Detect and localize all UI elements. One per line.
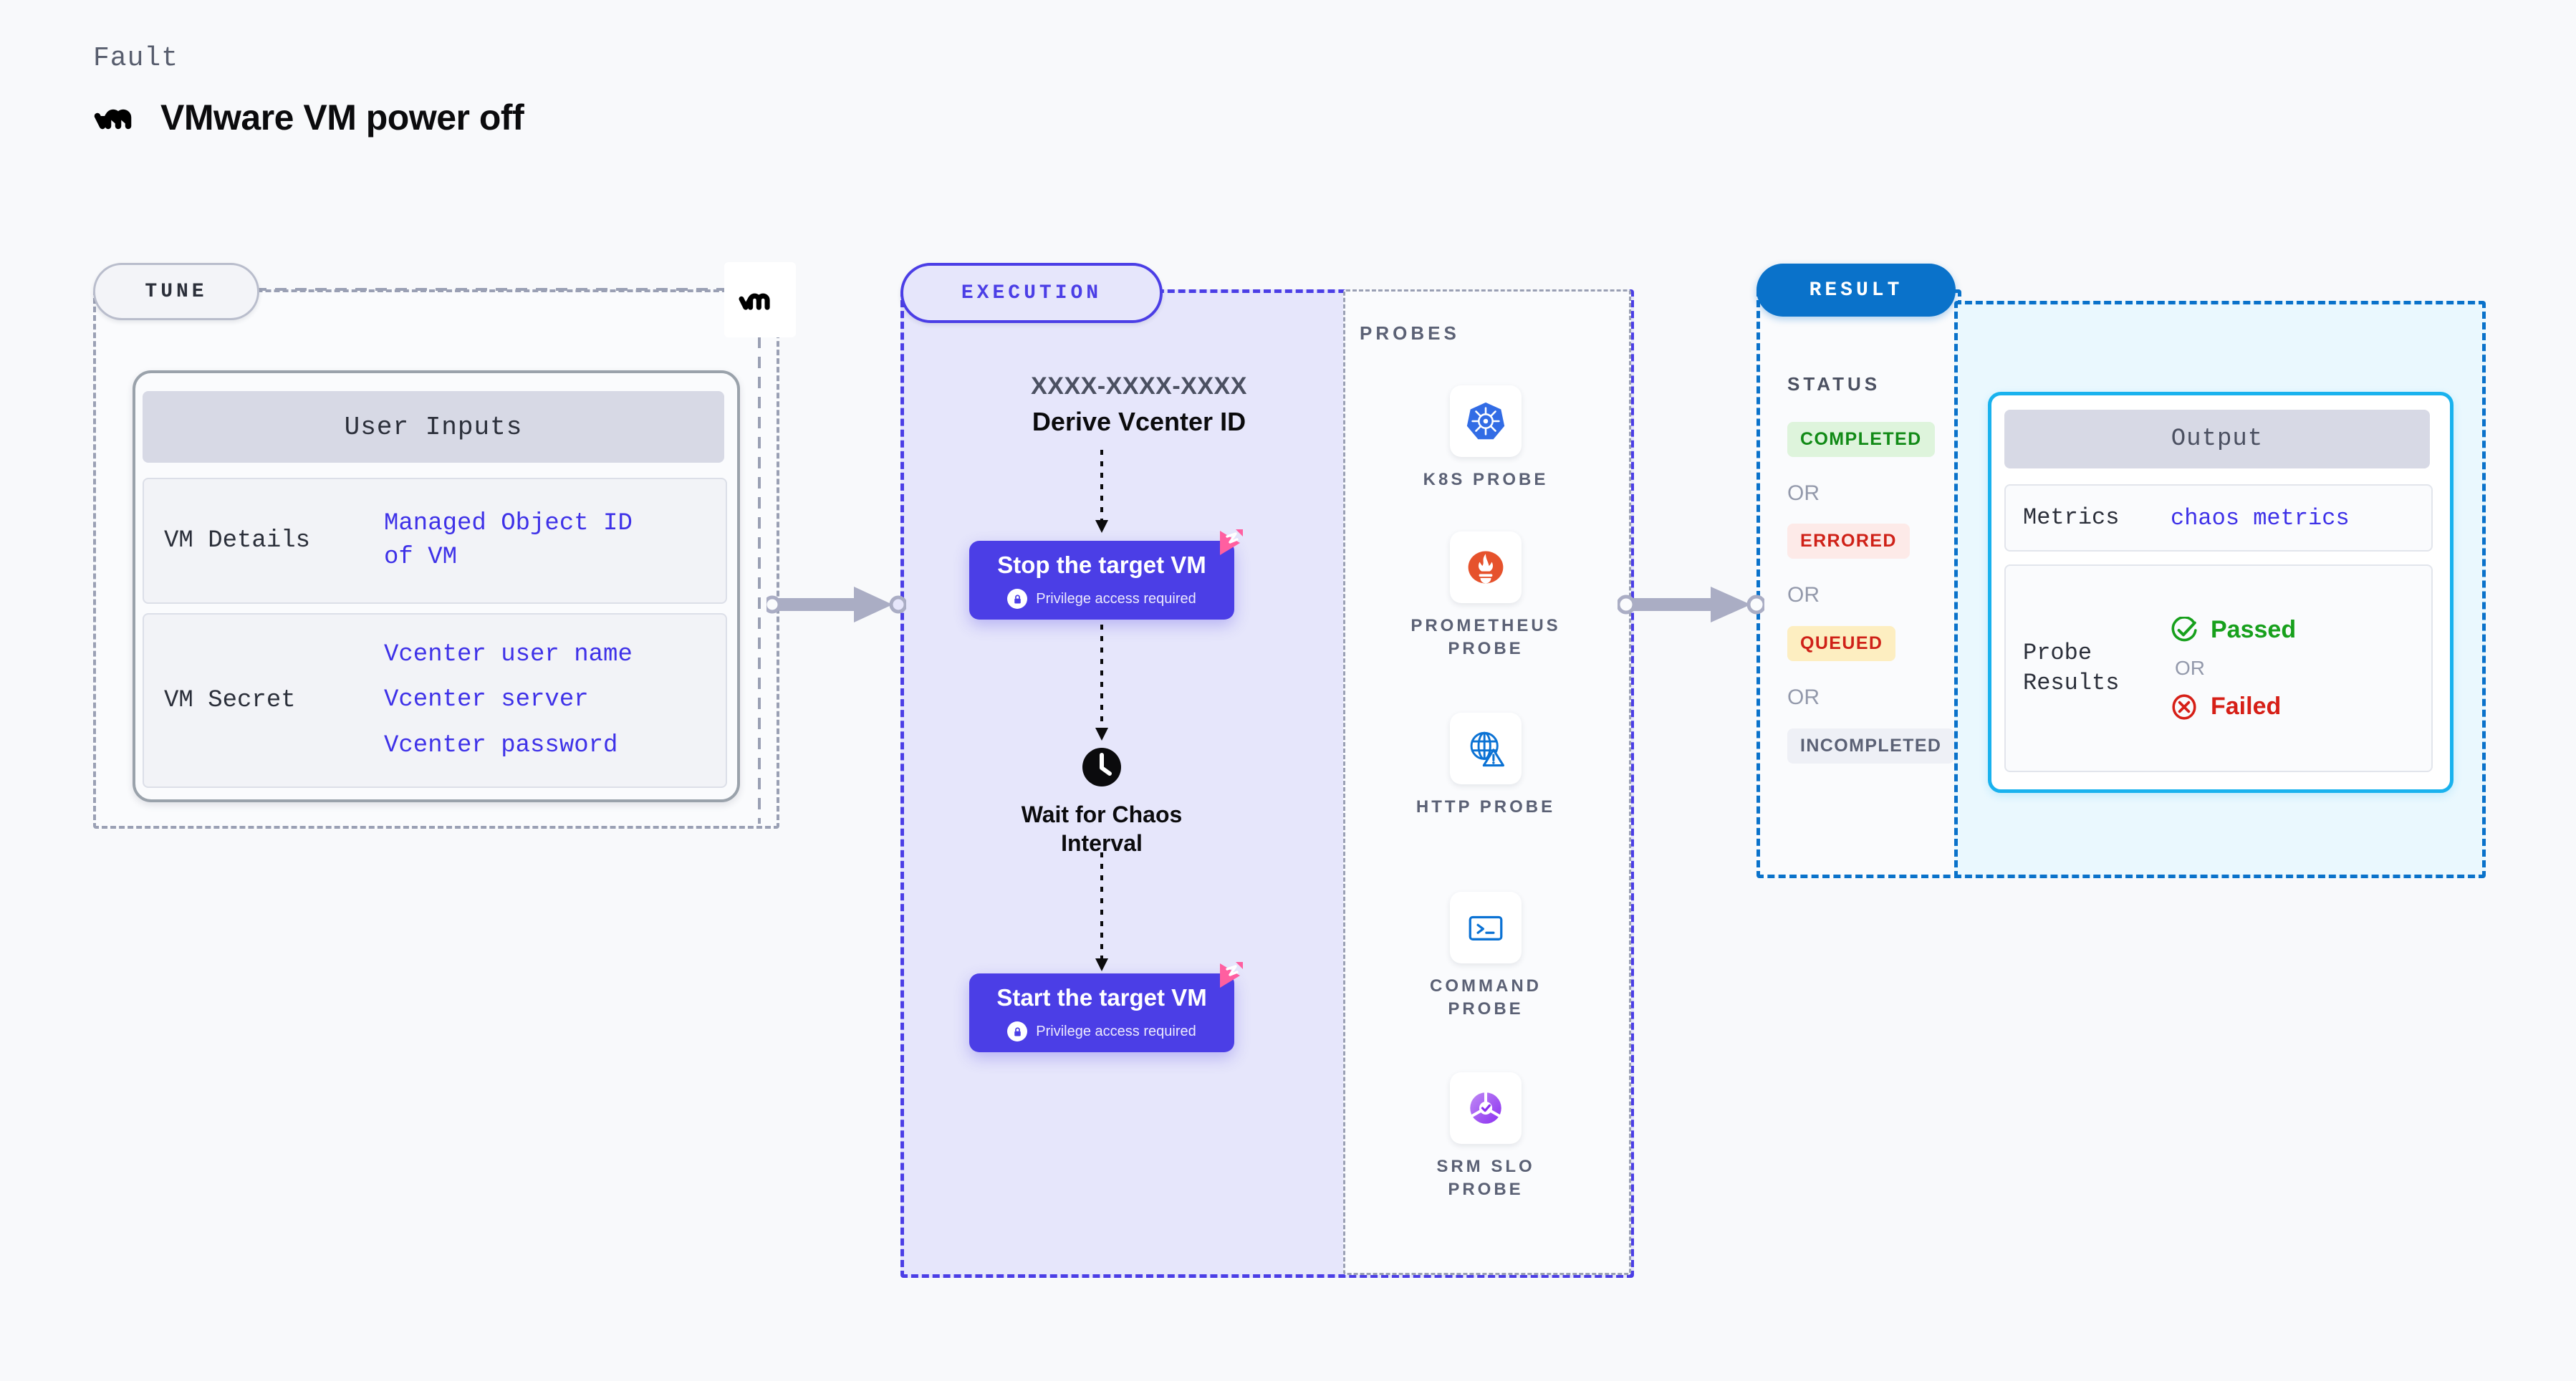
harness-logo-icon bbox=[1211, 526, 1244, 559]
tune-row-value: Vcenter server bbox=[384, 686, 589, 714]
tune-row-value: Vcenter password bbox=[384, 731, 618, 759]
arrow-right-icon bbox=[1618, 587, 1764, 622]
fault-eyebrow: Fault bbox=[93, 43, 179, 74]
result-zone bbox=[1756, 289, 1961, 878]
flow-arrow-down-icon bbox=[1095, 450, 1108, 533]
action-stop-target-vm[interactable]: Stop the target VM Privilege access requ… bbox=[969, 529, 1243, 620]
check-circle-icon bbox=[2171, 616, 2197, 641]
action-subtitle-row: Privilege access required bbox=[1007, 1021, 1196, 1041]
status-badge-queued: QUEUED bbox=[1787, 626, 1896, 661]
vmware-badge bbox=[724, 262, 796, 337]
probe-results-values: Passed OR Failed bbox=[2171, 616, 2296, 721]
probes-section-label: PROBES bbox=[1360, 322, 1460, 344]
tune-row-values: Managed Object ID of VM bbox=[384, 509, 633, 573]
http-globe-warning-icon bbox=[1450, 713, 1522, 784]
output-header: Output bbox=[2004, 410, 2430, 468]
lock-icon bbox=[1007, 589, 1028, 609]
prometheus-icon bbox=[1450, 531, 1522, 603]
probe-label: K8S PROBE bbox=[1423, 470, 1549, 489]
tune-row-values: Vcenter user name Vcenter server Vcenter… bbox=[384, 640, 633, 761]
clock-icon bbox=[1082, 748, 1121, 786]
output-row-value: chaos metrics bbox=[2171, 504, 2350, 531]
status-badge-completed: COMPLETED bbox=[1787, 422, 1935, 457]
x-circle-icon bbox=[2172, 693, 2196, 720]
status-badge-incompleted: INCOMPLETED bbox=[1787, 728, 1955, 764]
action-title: Start the target VM bbox=[996, 984, 1207, 1011]
tune-pill[interactable]: TUNE bbox=[93, 263, 259, 320]
action-subtitle-row: Privilege access required bbox=[1007, 589, 1196, 609]
probe-result-pass-label: Passed bbox=[2211, 616, 2297, 643]
tune-row-value: Vcenter user name bbox=[384, 640, 633, 668]
probe-result-or: OR bbox=[2175, 657, 2205, 679]
action-subtitle: Privilege access required bbox=[1036, 590, 1196, 607]
probe-item-http[interactable]: HTTP PROBE bbox=[1389, 713, 1582, 819]
flow-arrow-down-icon bbox=[1095, 852, 1108, 971]
srm-slo-icon bbox=[1450, 1072, 1522, 1144]
tune-row: VM Secret Vcenter user name Vcenter serv… bbox=[143, 613, 727, 788]
vmware-logo-icon bbox=[739, 293, 770, 310]
tune-row: VM Details Managed Object ID of VM bbox=[143, 478, 727, 604]
harness-logo-icon bbox=[1211, 959, 1244, 992]
terminal-icon bbox=[1450, 892, 1522, 963]
page-title-row: VMware VM power off bbox=[93, 97, 524, 138]
probe-result-fail-label: Failed bbox=[2211, 693, 2282, 720]
probe-result-failed: Failed bbox=[2171, 693, 2296, 721]
status-section-label: STATUS bbox=[1787, 373, 1881, 395]
tune-dashed-connector bbox=[255, 288, 728, 291]
status-or: OR bbox=[1787, 481, 1820, 505]
vmware-logo-icon bbox=[93, 99, 146, 136]
tune-row-label: VM Details bbox=[164, 527, 311, 554]
execution-pill[interactable]: EXECUTION bbox=[900, 263, 1163, 323]
flow-arrow-down-icon bbox=[1095, 625, 1108, 741]
arrow-right-icon bbox=[766, 587, 906, 622]
action-subtitle: Privilege access required bbox=[1036, 1023, 1196, 1039]
status-or: OR bbox=[1787, 583, 1820, 607]
page-title: VMware VM power off bbox=[160, 97, 524, 138]
action-start-target-vm[interactable]: Start the target VM Privilege access req… bbox=[969, 962, 1243, 1052]
probe-result-passed: Passed bbox=[2171, 616, 2296, 644]
lock-icon bbox=[1007, 1021, 1028, 1041]
status-badge-errored: ERRORED bbox=[1787, 524, 1910, 559]
status-or: OR bbox=[1787, 685, 1820, 709]
derive-vcenter-id-label: Derive Vcenter ID bbox=[1032, 407, 1246, 436]
output-row-label: Metrics bbox=[2023, 504, 2120, 531]
probe-item-k8s[interactable]: K8S PROBE bbox=[1389, 385, 1582, 491]
tune-row-label: VM Secret bbox=[164, 687, 296, 714]
execution-id: XXXX-XXXX-XXXX bbox=[1031, 372, 1247, 400]
probe-label: HTTP PROBE bbox=[1416, 797, 1556, 817]
tune-row-value: of VM bbox=[384, 544, 458, 571]
tune-row-value: Managed Object ID bbox=[384, 509, 633, 537]
result-pill[interactable]: RESULT bbox=[1756, 264, 1956, 317]
kubernetes-icon bbox=[1450, 385, 1522, 457]
tune-right-edge-dashed bbox=[758, 337, 761, 824]
user-inputs-header: User Inputs bbox=[143, 391, 724, 463]
page-header: Fault VMware VM power off bbox=[93, 43, 524, 138]
output-row-metrics: Metrics chaos metrics bbox=[2004, 484, 2433, 552]
action-title: Stop the target VM bbox=[997, 552, 1206, 578]
